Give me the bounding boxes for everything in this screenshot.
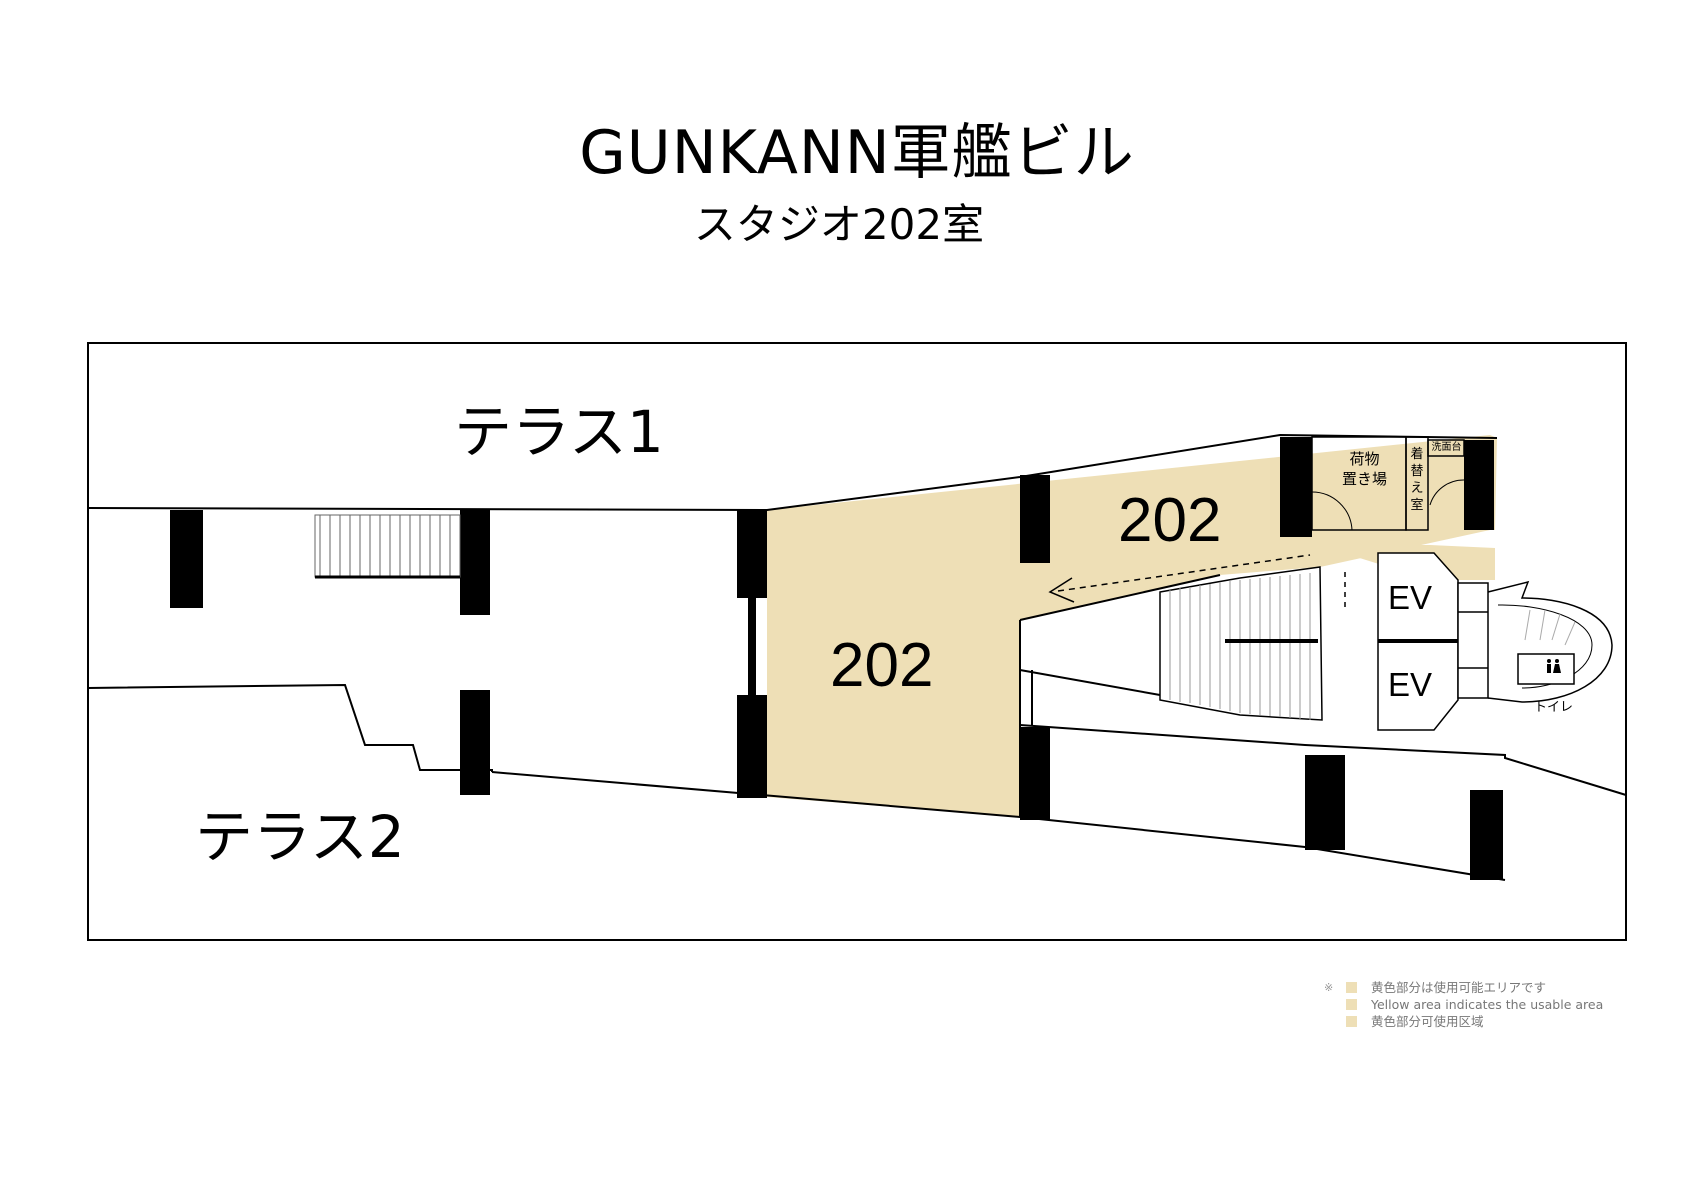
legend-text-ja: 黄色部分は使用可能エリアです xyxy=(1370,980,1546,995)
legend-text-zh: 黄色部分可使用区域 xyxy=(1370,1014,1484,1029)
legend-note-mark: ※ xyxy=(1324,981,1334,994)
changing-label-char1: 着 xyxy=(1410,447,1424,462)
pillar-8 xyxy=(1280,437,1312,537)
terrace2-edge xyxy=(87,683,493,772)
elevator-upper-label: EV xyxy=(1388,579,1433,616)
pillar-6 xyxy=(1020,475,1050,563)
plan-frame xyxy=(87,342,1627,941)
pillar-1 xyxy=(170,510,203,608)
pillar-5 xyxy=(737,695,767,798)
sink-door-swing xyxy=(1429,479,1465,506)
terrace2-label: テラス2 xyxy=(195,803,405,871)
stairwell xyxy=(1159,566,1323,721)
room-202-upper-label: 202 xyxy=(1118,486,1222,555)
pillar-3 xyxy=(460,690,490,795)
storage-label: 荷物 置き場 xyxy=(1342,449,1387,489)
dashed-arrow-left-icon xyxy=(1048,554,1346,612)
storage-label-line2: 置き場 xyxy=(1342,470,1388,488)
legend-swatch xyxy=(1346,982,1357,993)
pillar-11 xyxy=(1470,790,1503,880)
sink-area xyxy=(1427,439,1465,457)
upper-inner-line xyxy=(1019,574,1221,621)
lower-right-wall xyxy=(1019,724,1627,796)
toilet-label: トイレ xyxy=(1534,700,1574,715)
storage-label-line1: 荷物 xyxy=(1349,450,1380,468)
legend-row-ja: ※ 黄色部分は使用可能エリアです xyxy=(1324,979,1603,996)
toilet-area xyxy=(1487,580,1613,703)
legend: ※ 黄色部分は使用可能エリアです Yellow area indicates t… xyxy=(1324,979,1603,1030)
changing-label-char3: え xyxy=(1410,481,1424,496)
changing-room xyxy=(1405,436,1429,531)
pillar-7 xyxy=(1020,727,1050,820)
legend-row-en: Yellow area indicates the usable area xyxy=(1342,996,1603,1013)
mid-inner-line xyxy=(1019,669,1161,696)
changing-room-label: 着 替 え 室 xyxy=(1410,446,1424,514)
terrace1-label: テラス1 xyxy=(454,398,664,466)
page-title: GUNKANN軍艦ビル xyxy=(579,118,1135,188)
changing-label-char2: 替 xyxy=(1410,464,1424,479)
restroom-icon xyxy=(1547,659,1561,673)
pillar-4 xyxy=(737,510,767,598)
pillar-9 xyxy=(1464,440,1494,530)
legend-text-en: Yellow area indicates the usable area xyxy=(1370,997,1604,1012)
window-mullion xyxy=(748,598,756,695)
legend-swatch xyxy=(1346,1016,1357,1027)
room-202-lower-label: 202 xyxy=(830,631,934,700)
page-subtitle: スタジオ202室 xyxy=(693,200,985,249)
stair-left xyxy=(314,514,461,579)
sink-label: 洗面台 xyxy=(1431,442,1462,453)
pillar-10 xyxy=(1305,755,1345,850)
pillar-2 xyxy=(460,510,490,615)
legend-swatch xyxy=(1346,999,1357,1010)
changing-label-char4: 室 xyxy=(1410,498,1424,513)
elevator-lower-label: EV xyxy=(1388,666,1433,703)
storage-door-swing xyxy=(1311,491,1353,531)
legend-row-zh: 黄色部分可使用区域 xyxy=(1342,1013,1603,1030)
